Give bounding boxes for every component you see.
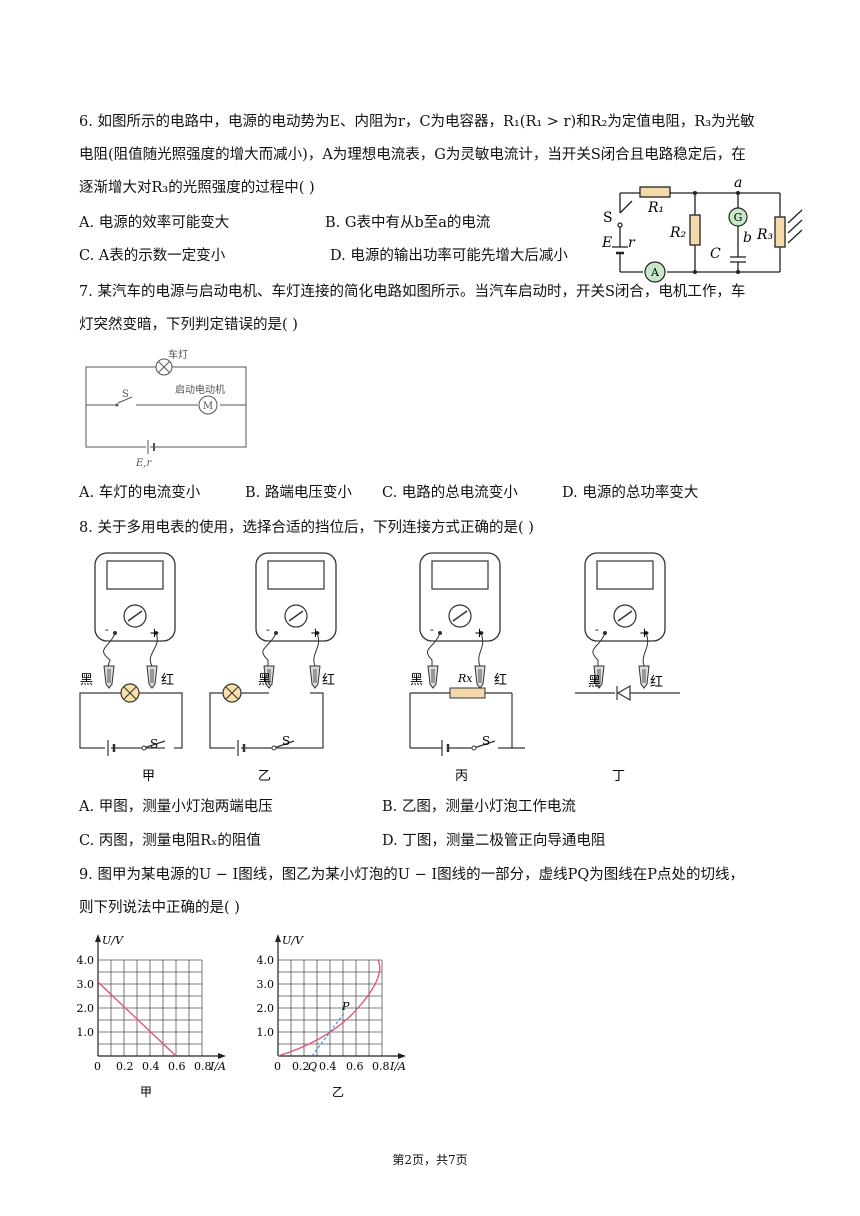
q9b-xtick-2: 0.4 [319,1060,337,1073]
q9-line2: 则下列说法中正确的是( ) [79,900,240,916]
q6-line1: 6. 如图所示的电路中，电源的电动势为E、内阻为r，C为电容器，R₁(R₁ > … [79,114,755,130]
q8-line1: 8. 关于多用电表的使用，选择合适的挡位后，下列连接方式正确的是( ) [79,520,534,536]
q6-fig-R1: R₁ [647,200,664,216]
q9a-ytick-1: 1.0 [77,1026,95,1039]
q9b-ylabel: U/V [282,934,304,947]
q8-switch-1: S [150,737,158,751]
q8-switch-2: S [282,734,290,748]
q9a-xtick-0: 0 [94,1060,101,1073]
q8-option-d: D. 丁图，测量二极管正向导通电阻 [382,833,606,849]
q6-fig-C: C [710,246,721,262]
q9-graph-b: P U/V I/A 4.0 3.0 2.0 1.0 0 0.2 Q 0.4 0.… [257,934,406,1099]
page-footer: 第2页，共7页 [392,1153,468,1167]
q6-option-b: B. G表中有从b至a的电流 [325,215,491,231]
q8-minus-2: - [266,623,270,636]
q8-caption-4: 丁 [612,769,625,784]
q7-option-d: D. 电源的总功率变大 [562,485,699,501]
q9b-xlabel: I/A [389,1060,406,1073]
q6-option-c: C. A表的示数一定变小 [79,248,226,264]
q6-fig-R3: R₃ [756,227,774,243]
q6-fig-a: a [734,175,742,191]
q7-circuit-diagram: 车灯 启动电动机 S M E,r [85,348,247,469]
q9b-xtick-3: 0.6 [346,1060,364,1073]
q7-line2: 灯突然变暗，下列判定错误的是( ) [79,317,298,333]
q8-black-2: 黑 [258,673,271,688]
q8-caption-2: 乙 [258,769,271,784]
q7-fig-lamp: 车灯 [168,348,188,361]
q9a-xlabel: I/A [209,1060,226,1073]
q9a-caption: 甲 [140,1085,152,1099]
q9a-ylabel: U/V [102,934,124,947]
q9b-ytick-2: 2.0 [257,1002,275,1015]
q7-fig-M: M [203,401,213,412]
q9a-xtick-3: 0.6 [168,1060,186,1073]
q8-red-4: 红 [650,674,663,690]
q6-circuit-diagram: G A S E r R₁ R₂ R₃ a b C [601,175,803,283]
q9b-ytick-3: 3.0 [257,978,275,991]
q8-minus-1: - [105,623,109,636]
q8-caption-3: 丙 [455,769,468,784]
q9-graph-a: U/V I/A 4.0 3.0 2.0 1.0 0 0.2 0.4 0.6 0.… [77,934,226,1099]
q9a-xtick-1: 0.2 [116,1060,134,1073]
q8-red-3: 红 [494,672,507,688]
q9a-ytick-2: 2.0 [77,1002,95,1015]
q8-switch-3: S [482,734,490,748]
q9a-ytick-3: 3.0 [77,978,95,991]
q6-fig-b: b [743,230,752,246]
q7-option-c: C. 电路的总电流变小 [382,485,518,501]
q6-fig-R2: R₂ [669,225,687,241]
q9b-xtick-1: 0.2 [292,1060,310,1073]
q9a-ytick-4: 4.0 [77,954,95,967]
q6-option-d: D. 电源的输出功率可能先增大后减小 [330,248,568,264]
q8-option-b: B. 乙图，测量小灯泡工作电流 [382,799,576,815]
q9-line1: 9. 图甲为某电源的U − I图线，图乙为某小灯泡的U − I图线的一部分，虚线… [79,867,744,883]
q6-fig-G: G [734,211,743,224]
q9b-xtick-4: 0.8 [372,1060,390,1073]
q6-line3: 逐渐增大对R₃的光照强度的过程中( ) [79,180,315,196]
q8-caption-1: 甲 [142,769,155,784]
q6-option-a: A. 电源的效率可能变大 [79,215,230,231]
q9a-xtick-2: 0.4 [142,1060,160,1073]
q9b-point-q: Q [308,1060,317,1073]
q8-option-a: A. 甲图，测量小灯泡两端电压 [79,799,273,815]
q6-fig-S: S [603,210,613,226]
q8-plus-4: + [639,626,650,641]
q8-plus-1: + [149,626,160,641]
q8-black-3: 黑 [410,673,423,688]
q6-fig-r: r [628,235,636,251]
q7-fig-S: S [122,389,129,400]
q9b-ytick-1: 1.0 [257,1026,275,1039]
q8-black-1: 黑 [80,673,93,688]
q8-red-2: 红 [322,672,335,688]
q7-line1: 7. 某汽车的电源与启动电机、车灯连接的简化电路如图所示。当汽车启动时，开关S闭… [79,284,746,300]
q8-black-4: 黑 [588,675,601,690]
q9a-xtick-4: 0.8 [194,1060,212,1073]
q7-fig-motor: 启动电动机 [175,383,225,396]
q8-option-c: C. 丙图，测量电阻Rₓ的阻值 [79,833,261,849]
q6-fig-A: A [650,266,660,279]
q9b-ytick-4: 4.0 [257,954,275,967]
q7-option-a: A. 车灯的电流变小 [79,485,201,501]
q7-fig-Er: E,r [135,458,152,469]
q8-rx-label: Rx [457,672,473,685]
q6-line2: 电阻(阻值随光照强度的增大而减小)，A为理想电流表，G为灵敏电流计，当开关S闭合… [79,147,746,163]
q8-plus-2: + [310,626,321,641]
q8-minus-3: - [430,623,434,636]
q9b-caption: 乙 [332,1085,344,1099]
q6-fig-E: E [601,235,612,251]
q8-plus-3: + [474,626,485,641]
q7-option-b: B. 路端电压变小 [245,485,352,501]
q9b-point-p: P [341,1000,350,1013]
q8-minus-4: - [595,623,599,636]
q8-multimeter-diagrams: 黑 红 黑 红 黑 红 黑 红 Rx S S S - + - + - + - +… [79,552,680,784]
q9b-xtick-0: 0 [274,1060,281,1073]
q8-red-1: 红 [161,672,174,688]
